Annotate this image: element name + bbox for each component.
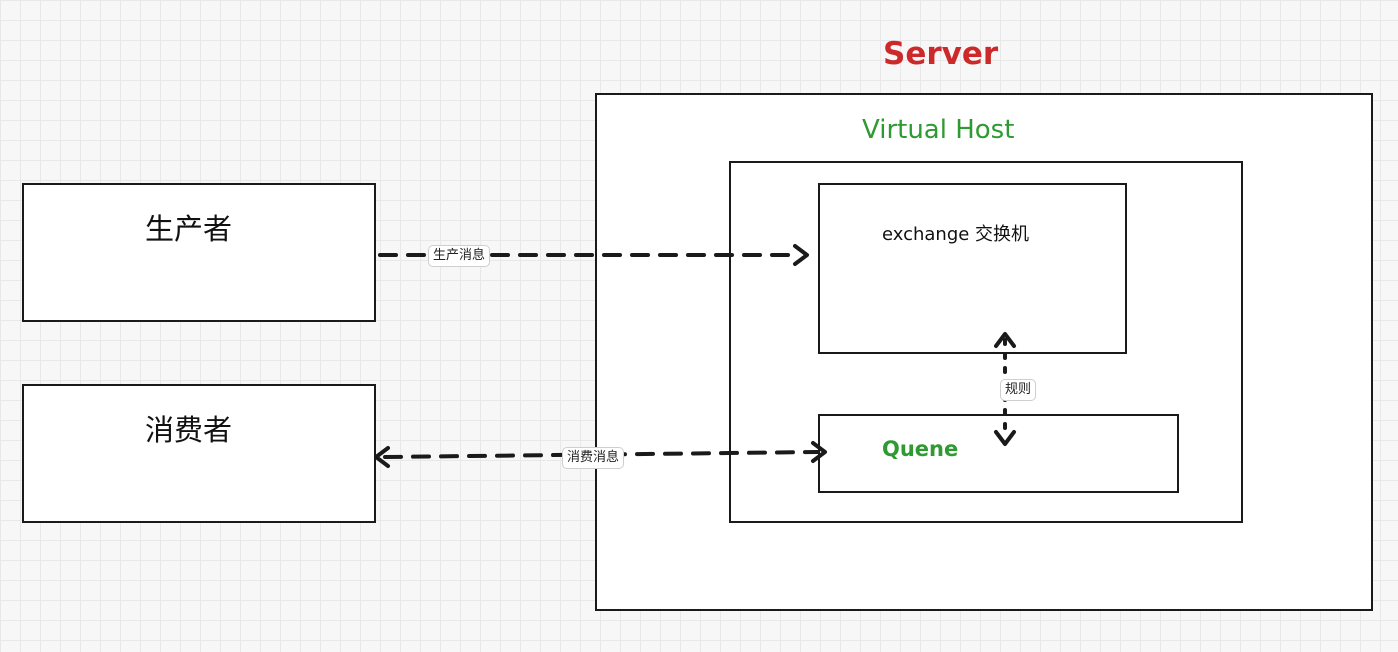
- queue-box: [818, 414, 1179, 493]
- rule-edge-label: 规则: [1000, 379, 1037, 401]
- producer-box: [22, 183, 376, 322]
- server-title: Server: [883, 36, 999, 72]
- consume-edge-label: 消费消息: [562, 447, 625, 469]
- exchange-label: exchange 交换机: [882, 224, 1030, 245]
- consumer-box: [22, 384, 376, 523]
- queue-label: Quene: [882, 437, 959, 461]
- consumer-label: 消费者: [145, 413, 233, 447]
- exchange-box: [818, 183, 1127, 354]
- consume-arrow-head-left: [374, 446, 390, 468]
- virtual-host-title: Virtual Host: [862, 115, 1015, 145]
- produce-edge-label: 生产消息: [428, 245, 491, 267]
- producer-label: 生产者: [145, 212, 233, 246]
